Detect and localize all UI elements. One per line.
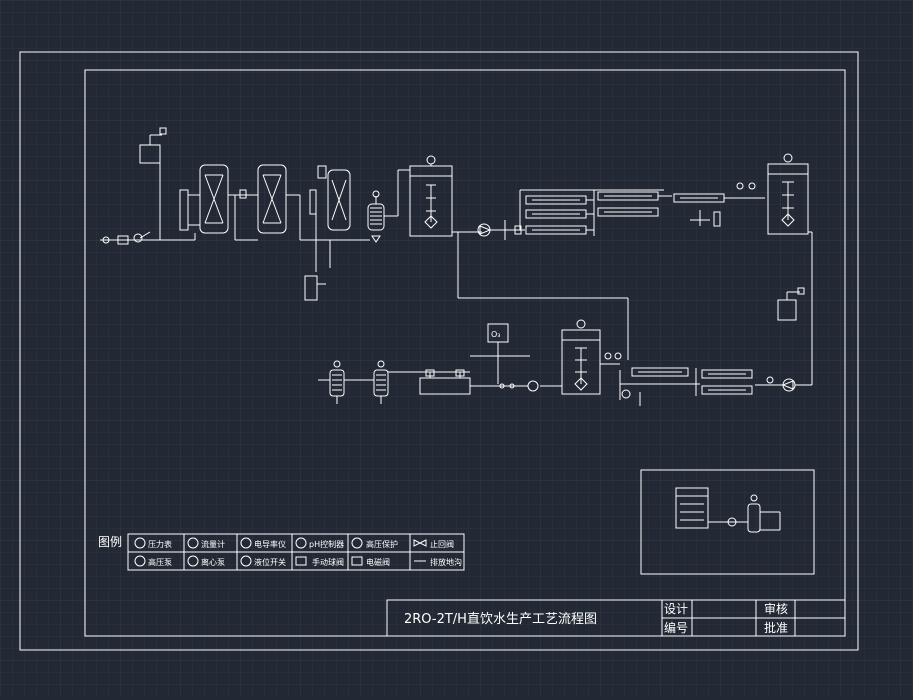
- legend-conductivity: 电导率仪: [254, 539, 286, 549]
- ozone-symbol: O₃: [491, 330, 501, 339]
- pure-water-tank: [540, 319, 622, 395]
- legend-level-switch: 液位开关: [254, 557, 286, 567]
- terminal-filter-1: [354, 360, 404, 404]
- sand-filter-1: [179, 164, 240, 240]
- carbon-filter-2: [235, 164, 301, 241]
- dosing-unit-1: [139, 127, 167, 240]
- softener: [300, 165, 370, 301]
- legend-ph: pH控制器: [309, 539, 344, 549]
- ro-membranes-stage-2: [619, 367, 753, 406]
- outer-border: [19, 51, 859, 651]
- ozone-generator: [470, 323, 530, 384]
- legend-pressure-gauge: 压力表: [148, 539, 172, 549]
- high-pressure-pump-1: [477, 220, 525, 240]
- dosing-unit-2: [777, 287, 805, 321]
- legend-hp-protect: 高压保护: [366, 539, 398, 549]
- uv-sterilizer: [404, 369, 471, 395]
- cell-approve: 批准: [764, 620, 788, 635]
- legend-heading: 图例: [98, 535, 122, 549]
- cell-review: 审核: [764, 601, 788, 616]
- legend-centrifugal-pump: 离心泵: [201, 557, 225, 567]
- legend-ball-valve: 手动球阀: [312, 557, 344, 567]
- legend-hp-pump: 高压泵: [148, 557, 172, 567]
- inset-detail-frame: [640, 469, 815, 575]
- legend-check-valve: 止回阀: [430, 539, 454, 549]
- raw-water-inlet: [100, 231, 195, 245]
- cartridge-filter: [367, 190, 398, 243]
- inset-detail: [675, 487, 781, 533]
- cell-number: 编号: [664, 620, 688, 635]
- legend-solenoid: 电磁阀: [366, 557, 390, 567]
- legend-flowmeter: 流量计: [201, 539, 225, 549]
- intermediate-tank-1: [397, 155, 482, 298]
- high-pressure-pump-2: [755, 376, 812, 392]
- transfer-pump: [470, 380, 539, 392]
- terminal-filter-2: [318, 360, 354, 404]
- cell-design: 设计: [664, 602, 688, 616]
- legend-drain: 排放地沟: [430, 557, 462, 567]
- ro-membranes-stage-1: [519, 182, 765, 236]
- intermediate-tank-2: [767, 153, 813, 385]
- drawing-title: 2RO-2T/H直饮水生产工艺流程图: [404, 612, 597, 627]
